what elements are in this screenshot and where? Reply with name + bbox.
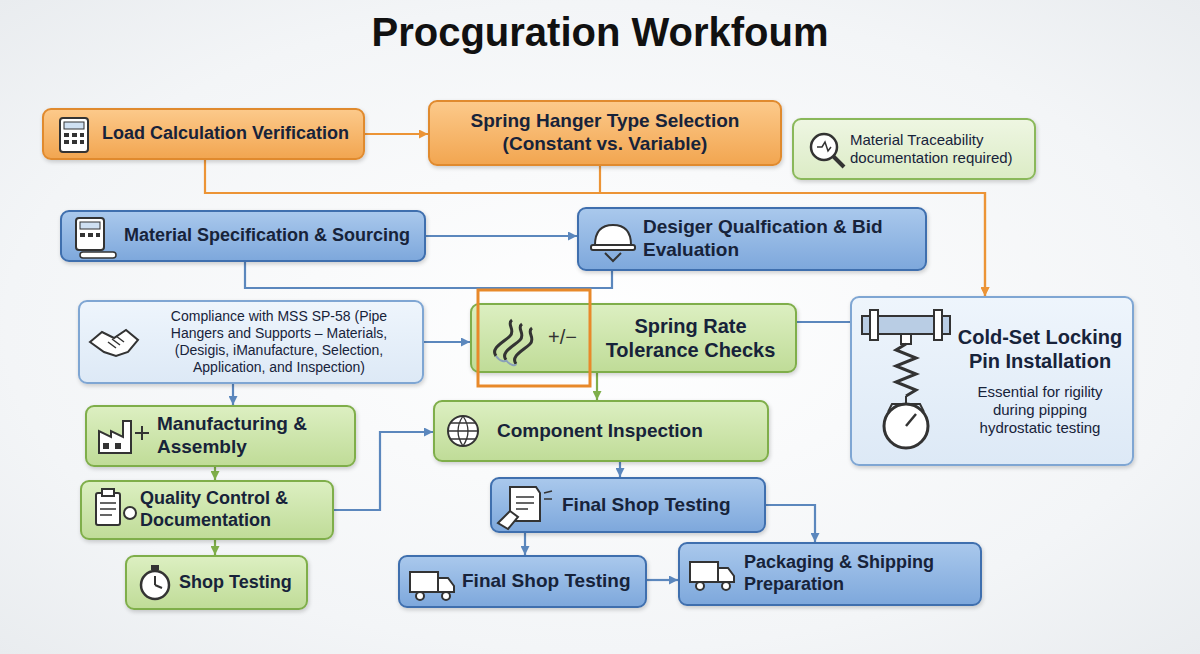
process-box: Shop Testing xyxy=(125,555,308,610)
svg-text:+/−: +/− xyxy=(548,326,577,348)
box-label: Cold-Set Locking Pin Installation xyxy=(956,325,1124,373)
process-box: Material Specification & Sourcing xyxy=(60,210,426,262)
helmet-icon xyxy=(583,211,643,267)
truck-icon xyxy=(684,546,742,602)
truck-icon xyxy=(404,556,460,608)
paper-icon xyxy=(496,477,558,533)
box-label: Final Shop Testing xyxy=(562,494,754,517)
flow-connector xyxy=(596,373,598,400)
flow-connector xyxy=(524,533,526,555)
process-box: Packaging & Shipping Preparation xyxy=(678,542,982,606)
box-label: Spring Rate Tolerance Checks xyxy=(594,314,787,362)
factory-icon xyxy=(91,407,153,465)
flow-connector xyxy=(214,540,216,555)
flow-connector xyxy=(245,262,612,288)
process-box: Manufacturing & Assembly xyxy=(85,405,356,467)
note-box: Material Traceability documentation requ… xyxy=(792,118,1036,180)
box-label: Material Traceability documentation requ… xyxy=(850,131,1026,167)
clip-icon xyxy=(86,481,140,539)
check-box: +/− Spring Rate Tolerance Checks xyxy=(470,303,797,373)
box-label: Manufacturing & Assembly xyxy=(157,413,346,459)
box-label: Spring Hanger Type Selection (Constant v… xyxy=(446,110,764,156)
flow-connector xyxy=(619,462,621,477)
box-note: Essential for rigility during pipping hy… xyxy=(956,383,1124,437)
instruction-box: Cold-Set Locking Pin InstallationEssenti… xyxy=(850,296,1134,466)
process-box: Quality Control & Documentation xyxy=(80,480,334,540)
box-label: Packaging & Shipping Preparation xyxy=(744,552,972,595)
coldset-icon xyxy=(856,306,956,456)
lens-icon xyxy=(798,121,852,177)
box-label: Load Calculation Verification xyxy=(102,123,353,145)
process-box: Component Inspection xyxy=(433,400,769,462)
process-box: Desiger Qualfication & Bid Evaluation xyxy=(577,207,927,271)
box-label: Component Inspection xyxy=(497,420,757,443)
process-box: Final Shop Testing xyxy=(490,477,766,533)
box-label: Quality Control & Documentation xyxy=(140,488,324,531)
standard-box: Compliance with MSS SP-58 (Pipe Hangers … xyxy=(78,300,424,384)
process-box: Spring Hanger Type Selection (Constant v… xyxy=(428,100,782,166)
globe-icon xyxy=(439,401,491,461)
process-box: Load Calculation Verification xyxy=(42,108,365,160)
flow-connector xyxy=(797,321,850,323)
flow-connector xyxy=(766,505,815,542)
flow-connector xyxy=(426,235,577,237)
box-label: Material Specification & Sourcing xyxy=(124,225,414,247)
process-box: Final Shop Testing xyxy=(398,555,647,608)
spring-icon: +/− xyxy=(476,302,592,374)
calc-icon xyxy=(48,108,102,160)
calcpen-icon xyxy=(66,210,122,262)
watch-icon xyxy=(131,555,179,611)
hand-icon xyxy=(84,312,144,372)
flow-connector xyxy=(647,579,678,581)
flow-connector xyxy=(424,341,470,343)
flow-connector xyxy=(214,467,216,480)
box-label: Compliance with MSS SP-58 (Pipe Hangers … xyxy=(144,308,414,375)
diagram-title: Procguration Workfoum xyxy=(0,10,1200,55)
flow-connector xyxy=(365,133,428,135)
box-label: Desiger Qualfication & Bid Evaluation xyxy=(643,216,917,262)
box-label: Final Shop Testing xyxy=(462,570,635,593)
flow-connector xyxy=(600,166,985,296)
box-label: Shop Testing xyxy=(179,572,296,594)
flow-connector xyxy=(232,384,234,405)
